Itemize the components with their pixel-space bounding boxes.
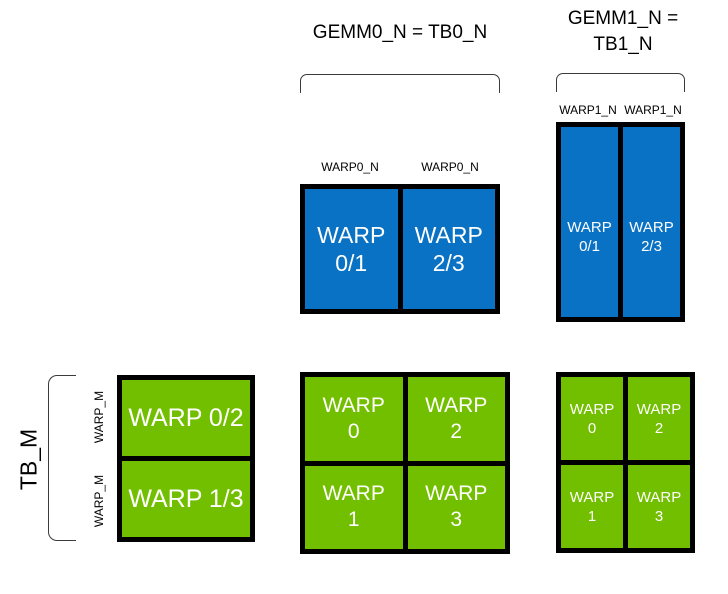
left-green-cell-warp-0-2[interactable]: WARP 0/2 (122, 380, 250, 456)
warp-m-label-bottom: WARP_M (92, 474, 106, 528)
gemm0-blue-cell-warp-2-3[interactable]: WARP 2/3 (402, 189, 495, 309)
right-green-cell-warp-1[interactable]: WARP 1 (561, 465, 623, 548)
tb-m-label: TB_M (15, 428, 42, 491)
warp0-n-label-left: WARP0_N (321, 160, 379, 174)
mid-green-cell-warp-1[interactable]: WARP 1 (305, 465, 403, 549)
mid-green-cell-warp-2[interactable]: WARP 2 (407, 377, 505, 461)
gemm1-blue-cell-warp-0-1[interactable]: WARP 0/1 (561, 127, 618, 317)
gemm0-blue-grid: WARP 0/1 WARP 2/3 (300, 184, 500, 314)
left-green-cell-warp-1-3[interactable]: WARP 1/3 (122, 461, 250, 537)
left-green-grid: WARP 0/2 WARP 1/3 (117, 375, 255, 542)
gemm1-blue-cell-warp-2-3[interactable]: WARP 2/3 (623, 127, 680, 317)
right-green-cell-warp-3[interactable]: WARP 3 (628, 465, 690, 548)
warp0-n-label-right: WARP0_N (421, 160, 479, 174)
gemm1-n-bracket (556, 73, 685, 92)
gemm0-n-title: GEMM0_N = TB0_N (312, 22, 488, 43)
warp1-n-label-left: WARP1_N (559, 103, 617, 117)
tb-m-bracket (48, 375, 76, 541)
mid-green-grid: WARP 0 WARP 2 WARP 1 WARP 3 (300, 372, 510, 554)
gemm1-n-title: GEMM1_N = TB1_N (567, 8, 679, 55)
mid-green-cell-warp-0[interactable]: WARP 0 (305, 377, 403, 461)
warp-m-label-top: WARP_M (92, 390, 106, 444)
right-green-cell-warp-2[interactable]: WARP 2 (628, 377, 690, 460)
gemm0-n-bracket (300, 74, 500, 93)
gemm0-blue-cell-warp-0-1[interactable]: WARP 0/1 (305, 189, 398, 309)
right-green-grid: WARP 0 WARP 2 WARP 1 WARP 3 (556, 372, 695, 553)
right-green-cell-warp-0[interactable]: WARP 0 (561, 377, 623, 460)
warp1-n-label-right: WARP1_N (624, 103, 682, 117)
mid-green-cell-warp-3[interactable]: WARP 3 (407, 465, 505, 549)
gemm1-blue-grid: WARP 0/1 WARP 2/3 (556, 122, 685, 322)
